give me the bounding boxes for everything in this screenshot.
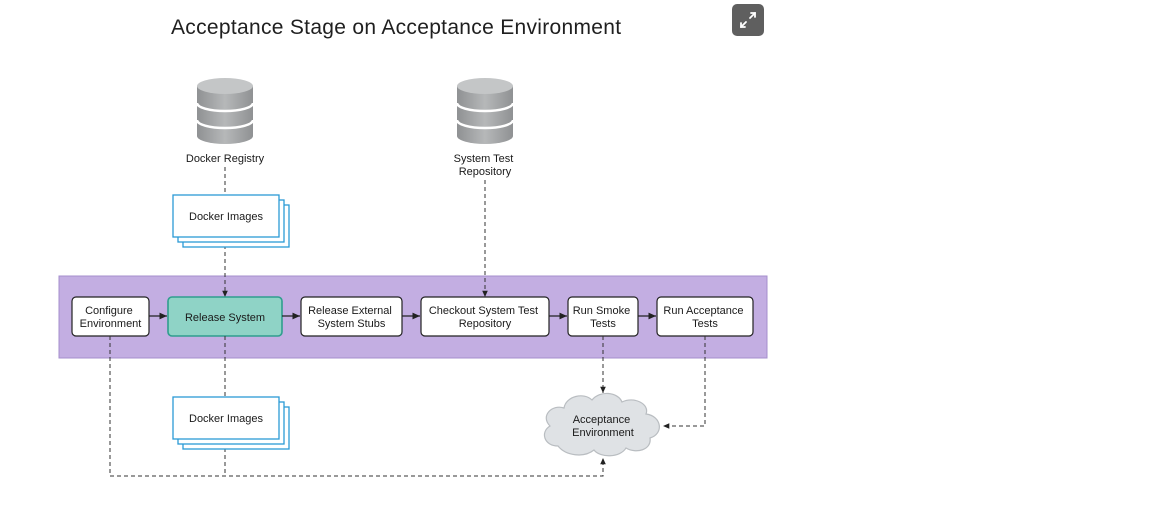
- docker-images-input-document: [172, 194, 290, 248]
- svg-text:Run Smoke Tests: Run Smoke Tests: [573, 305, 634, 330]
- expand-button[interactable]: [732, 4, 764, 36]
- svg-text:Release System: Release System: [185, 312, 265, 324]
- acceptance-environment-label: Acceptance Environment: [572, 414, 634, 439]
- docker-images-input-label: Docker Images: [189, 211, 263, 223]
- configure-to-environment-connector: [109, 336, 606, 477]
- step-release-system: Release System: [167, 296, 283, 337]
- docker-registry-label: Docker Registry: [186, 153, 265, 165]
- expand-icon: [740, 12, 756, 28]
- docker-images-output-document: [172, 396, 290, 450]
- acceptance-to-environment-connector: [663, 336, 706, 429]
- svg-text:Checkout System Test Rep: Checkout System Test Repository: [429, 305, 541, 330]
- docker-registry-database: [195, 78, 255, 144]
- step-run-acceptance-tests: Run Acceptance Tests: [656, 296, 754, 337]
- page-title: Acceptance Stage on Acceptance Environme…: [171, 16, 622, 39]
- step-configure-environment: Configure Environment: [71, 296, 150, 337]
- step-release-external-system-stubs: Release External System Stubs: [300, 296, 403, 337]
- svg-text:Release External System: Release External System Stubs: [308, 305, 395, 330]
- system-test-repository-label: System Test Repository: [454, 153, 517, 178]
- system-test-repository-database: [455, 78, 515, 144]
- step-run-smoke-tests: Run Smoke Tests: [567, 296, 639, 337]
- svg-text:Run Acceptance Tests: Run Acceptance Tests: [663, 305, 746, 330]
- svg-text:Configure Environment: Configure Environment: [80, 305, 142, 330]
- docker-images-output-label: Docker Images: [189, 413, 263, 425]
- cloud-icon: [543, 392, 660, 457]
- step-checkout-system-test-repository: Checkout System Test Repository: [420, 296, 550, 337]
